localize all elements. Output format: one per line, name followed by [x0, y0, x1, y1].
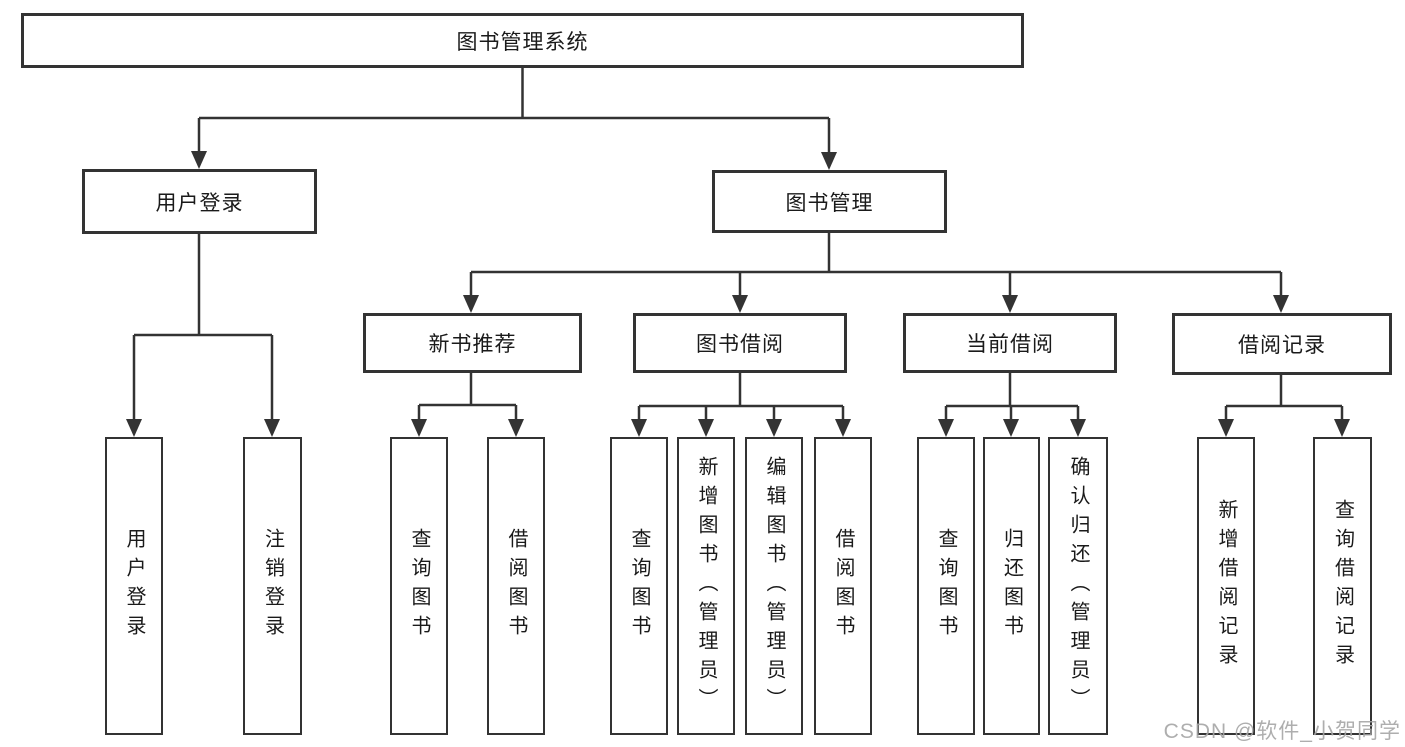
leaf-return-books-label: 归还图书 [1000, 528, 1023, 644]
node-new-book-recommend: 新书推荐 [363, 313, 582, 373]
leaf-logout-login: 注销登录 [243, 437, 302, 735]
node-current-borrowing: 当前借阅 [903, 313, 1117, 373]
leaf-query-borrow-record-label: 查询借阅记录 [1331, 499, 1354, 673]
leaf-logout-login-label: 注销登录 [261, 528, 284, 644]
leaf-borrow-books-borrowing: 借阅图书 [814, 437, 872, 735]
leaf-return-books: 归还图书 [983, 437, 1040, 735]
leaf-query-books-current-label: 查询图书 [935, 528, 957, 644]
leaf-add-books-admin: 新增图书（管理员） [677, 437, 735, 735]
leaf-confirm-return-admin-label: 确认归还（管理员） [1067, 455, 1089, 717]
leaf-query-books-current: 查询图书 [917, 437, 975, 735]
node-library-management-system: 图书管理系统 [21, 13, 1024, 68]
node-book-management: 图书管理 [712, 170, 947, 233]
leaf-add-books-admin-label: 新增图书（管理员） [695, 455, 717, 717]
leaf-edit-books-admin: 编辑图书（管理员） [745, 437, 803, 735]
leaf-query-books-borrowing-label: 查询图书 [628, 528, 650, 644]
leaf-borrow-books-borrowing-label: 借阅图书 [832, 528, 854, 644]
leaf-add-borrow-record-label: 新增借阅记录 [1215, 499, 1237, 673]
leaf-user-login: 用户登录 [105, 437, 163, 735]
leaf-borrow-books-recommend-label: 借阅图书 [505, 528, 527, 644]
leaf-query-books-recommend-label: 查询图书 [408, 528, 430, 644]
leaf-query-borrow-record: 查询借阅记录 [1313, 437, 1372, 735]
leaf-borrow-books-recommend: 借阅图书 [487, 437, 545, 735]
leaf-user-login-label: 用户登录 [123, 528, 145, 644]
leaf-query-books-recommend: 查询图书 [390, 437, 448, 735]
node-user-login: 用户登录 [82, 169, 317, 234]
csdn-watermark: CSDN @软件_小贺同学 [1163, 720, 1401, 743]
node-borrowing-records: 借阅记录 [1172, 313, 1392, 375]
leaf-query-books-borrowing: 查询图书 [610, 437, 668, 735]
leaf-edit-books-admin-label: 编辑图书（管理员） [763, 455, 785, 717]
leaf-add-borrow-record: 新增借阅记录 [1197, 437, 1255, 735]
node-book-borrowing: 图书借阅 [633, 313, 847, 373]
leaf-confirm-return-admin: 确认归还（管理员） [1048, 437, 1108, 735]
